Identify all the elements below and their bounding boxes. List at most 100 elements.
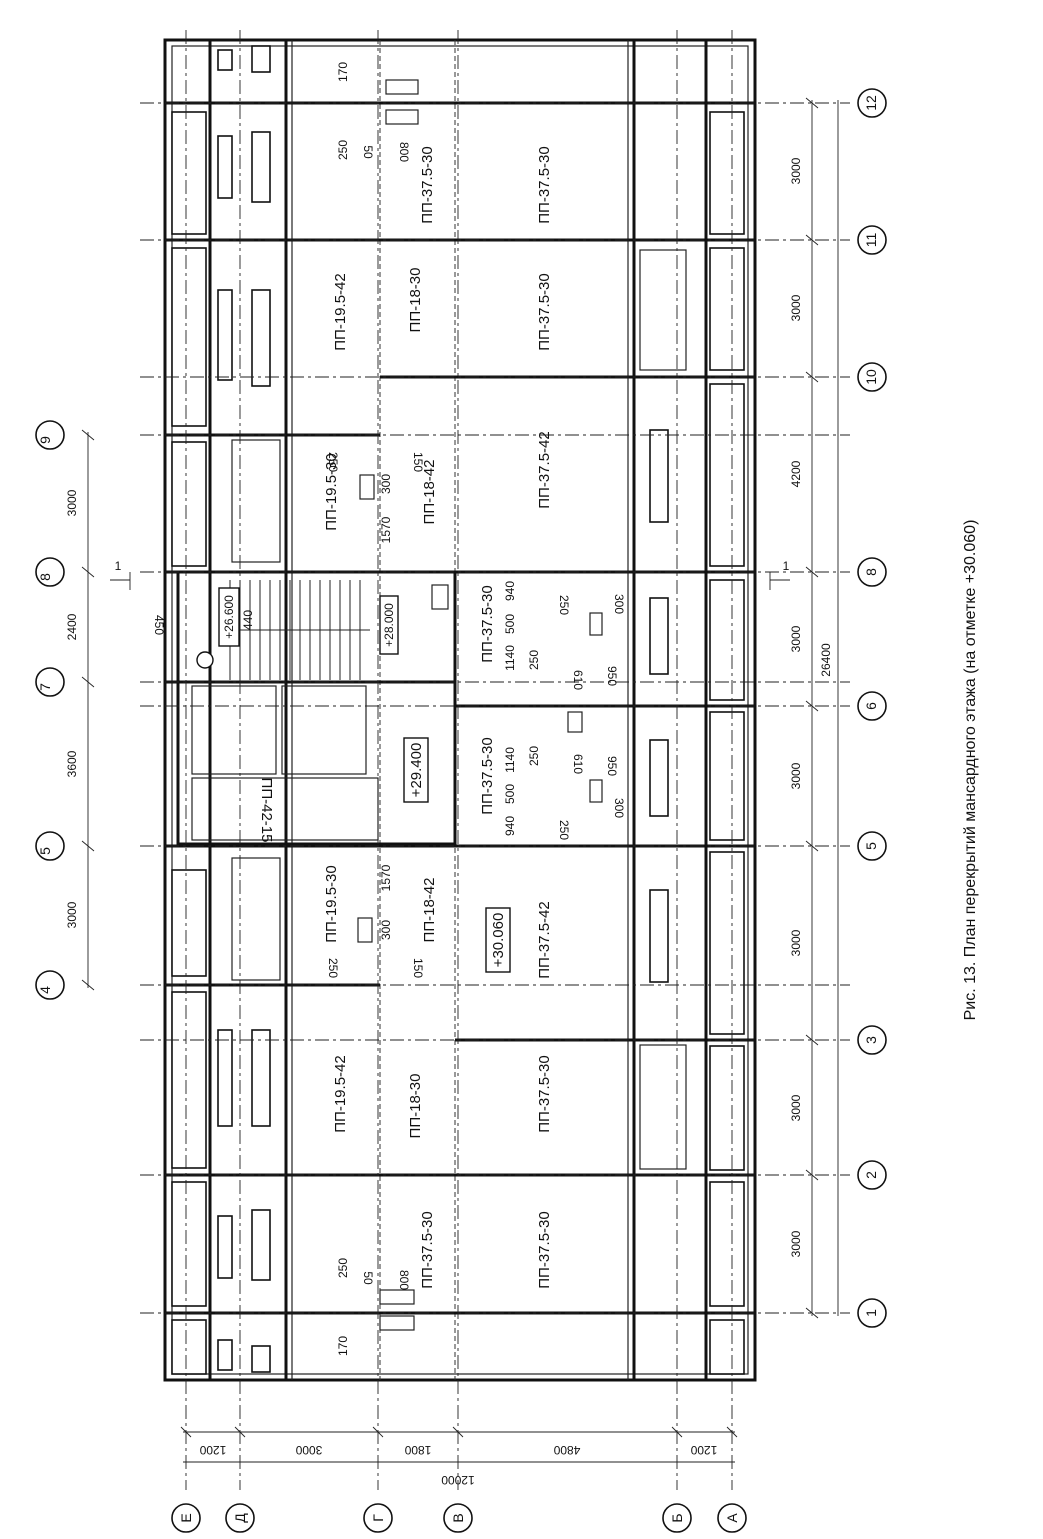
- dimension-lines: 3000300030003000300042003000300026400300…: [65, 97, 839, 1487]
- axis-bubble: [857, 1298, 887, 1328]
- local-dim: 610: [571, 754, 585, 774]
- longitudinal-walls: [208, 40, 708, 1380]
- local-dim: 500: [503, 614, 517, 634]
- axis-bubble-label: 11: [863, 233, 879, 248]
- dim-tick: [81, 840, 95, 852]
- stair-core: [176, 570, 457, 846]
- local-dim: 50: [361, 145, 375, 159]
- local-dim: 250: [527, 746, 541, 766]
- axis-bubble: [171, 1503, 201, 1533]
- axis-bubble: [857, 1160, 887, 1190]
- axis-bubble-label: Б: [669, 1513, 685, 1522]
- dim-tick: [372, 1426, 384, 1438]
- dim-tick: [805, 234, 819, 246]
- axis-bubble: [225, 1503, 255, 1533]
- dim-label: 3000: [65, 901, 79, 928]
- slab-label: ПП-19.5-42: [332, 273, 349, 350]
- slab-label: ПП-37.5-30: [479, 585, 496, 662]
- local-dim: 300: [379, 920, 393, 940]
- local-dim: 250: [527, 650, 541, 670]
- dim-tick: [452, 1426, 464, 1438]
- dim-label: 1200: [199, 1443, 226, 1457]
- building-outline: [163, 38, 757, 1382]
- dim-tick: [805, 371, 819, 383]
- dim-label: 2400: [65, 613, 79, 640]
- slab-label: ПП-37.5-30: [419, 1211, 436, 1288]
- dim-tick: [726, 1426, 738, 1438]
- local-dim: 250: [557, 595, 571, 615]
- local-dim: 300: [612, 798, 626, 818]
- dim-label: 3000: [65, 489, 79, 516]
- axis-bubble: [857, 225, 887, 255]
- section-marks: 1 1 450: [110, 559, 790, 635]
- dim-total-label: 26400: [819, 643, 833, 677]
- dim-tick: [805, 566, 819, 578]
- windows: [171, 45, 745, 1375]
- local-dimensions: 170 250 50 800 250 300 1570 150 940 500 …: [241, 62, 626, 1356]
- slab-label: ПП-37.5-30: [419, 146, 436, 223]
- axis-bubble: [363, 1503, 393, 1533]
- local-dim: 1570: [379, 864, 393, 891]
- local-dim: 300: [612, 594, 626, 614]
- axis-bubble-label: 9: [37, 436, 53, 444]
- axis-bubble-label: 5: [37, 847, 53, 855]
- elevation-label: +28.000: [382, 603, 396, 647]
- local-dim: 500: [503, 784, 517, 804]
- axis-bubble-label: 3: [863, 1036, 879, 1044]
- local-dim: 170: [336, 1336, 350, 1356]
- local-dim: 610: [571, 670, 585, 690]
- transverse-walls: [165, 101, 755, 1315]
- axis-bubble-label: 12: [863, 95, 879, 111]
- elevation-label: +30.060: [490, 913, 507, 968]
- dim-label: 3000: [789, 762, 803, 789]
- axis-bubble-label: 4: [37, 986, 53, 994]
- slab-label: ПП-37.5-30: [536, 1055, 553, 1132]
- local-dim: 250: [326, 958, 340, 978]
- slab-label: ПП-37.5-30: [536, 1211, 553, 1288]
- dim-tick: [81, 676, 95, 688]
- axis-bubble-label: В: [450, 1513, 466, 1522]
- section-mark-label: 1: [783, 559, 790, 573]
- axis-bubble-label: 1: [863, 1309, 879, 1317]
- local-dim: 800: [397, 142, 411, 162]
- local-dim: 170: [336, 62, 350, 82]
- local-dim: 250: [336, 140, 350, 160]
- axis-bubble: [662, 1503, 692, 1533]
- local-dim: 150: [411, 452, 425, 472]
- figure-caption: Рис. 13. План перекрытий мансардного эта…: [962, 520, 979, 1021]
- slab-label: ПП-18-42: [421, 460, 438, 525]
- local-dim: 50: [361, 1271, 375, 1285]
- elevation-label: +29.400: [408, 743, 425, 798]
- slab-label: ПП-18-30: [407, 1074, 424, 1139]
- axis-bubble: [857, 88, 887, 118]
- dim-tick: [671, 1426, 683, 1438]
- axis-bubble-label: 10: [863, 369, 879, 385]
- dim-tick: [805, 97, 819, 109]
- axis-bubble-label: 7: [37, 683, 53, 691]
- slab-label: ПП-19.5-30: [323, 865, 340, 942]
- dim-total-label: 12000: [441, 1473, 475, 1487]
- dim-label: 1800: [404, 1443, 431, 1457]
- local-dim: 1140: [503, 747, 517, 773]
- dim-tick: [180, 1426, 192, 1438]
- dim-label: 3000: [295, 1443, 322, 1457]
- section-mark-label: 1: [115, 559, 122, 573]
- dim-tick: [81, 429, 95, 441]
- slab-label: ПП-37.5-42: [536, 901, 553, 978]
- slab-label: ПП-18-30: [407, 268, 424, 333]
- axis-bubble-label: 8: [863, 568, 879, 576]
- slab-label: ПП-37.5-42: [536, 431, 553, 508]
- elevation-marks: +26.600 +28.000 +29.400 +30.060: [218, 587, 511, 973]
- dim-label: 4200: [789, 460, 803, 487]
- axis-bubble-label: А: [724, 1513, 740, 1523]
- axis-bubble-label: Г: [370, 1514, 386, 1522]
- axis-bubble-label: 8: [37, 573, 53, 581]
- local-dim: 950: [605, 666, 619, 686]
- axis-bubble: [857, 691, 887, 721]
- dim-label: 3000: [789, 1230, 803, 1257]
- slab-label: ПП-37.5-30: [479, 737, 496, 814]
- local-dim: 250: [326, 452, 340, 472]
- dim-label: 1200: [690, 1443, 717, 1457]
- slab-label: ПП-37.5-30: [536, 146, 553, 223]
